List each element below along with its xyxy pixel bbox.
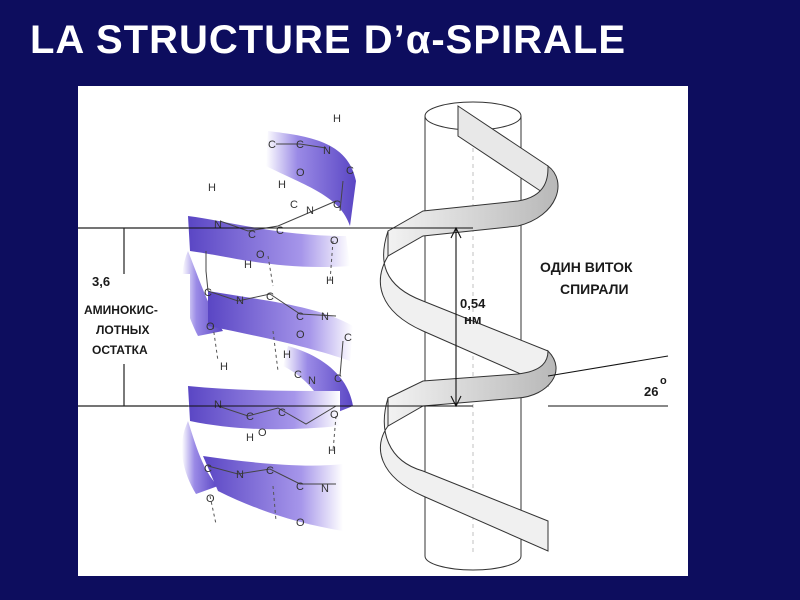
- grey-ribbon-seg-3: [380, 230, 549, 387]
- atom-c: C: [294, 369, 302, 381]
- backbone-bond-1: [276, 143, 327, 149]
- turn-label-line1: ОДИН ВИТОК: [540, 259, 633, 275]
- atom-h: H: [220, 361, 228, 373]
- figure-panel: H C C N O C H H C N C N C C O O H H C N …: [78, 86, 688, 576]
- helix-ribbon-seg-2: [188, 216, 350, 268]
- atom-c: C: [296, 481, 304, 493]
- atom-n: N: [321, 311, 329, 323]
- atom-n: N: [321, 483, 329, 495]
- atom-c: C: [204, 463, 212, 475]
- atom-n: N: [308, 375, 316, 387]
- backbone-bond-4: [217, 405, 337, 425]
- pitch-value-label: 0,54: [460, 296, 486, 311]
- slide-title: LA STRUCTURE D’α-SPIRALE: [30, 18, 626, 62]
- residues-label-line2: ЛОТНЫХ: [96, 323, 150, 337]
- pitch-arrow-head-bottom: [450, 395, 462, 408]
- helix-ribbon-seg-4: [208, 291, 353, 361]
- backbone-bond-7: [339, 180, 344, 212]
- cylinder-bottom: [424, 555, 522, 571]
- residues-label-line1: АМИНОКИС-: [84, 303, 158, 317]
- atom-c: C: [278, 407, 286, 419]
- atom-c: C: [296, 311, 304, 323]
- atom-c: C: [246, 411, 254, 423]
- atom-o: O: [206, 321, 215, 333]
- backbone-bond-5: [207, 465, 336, 485]
- atom-c: C: [276, 225, 284, 237]
- atom-n: N: [214, 399, 222, 411]
- atom-c: C: [248, 229, 256, 241]
- atom-h: H: [283, 349, 291, 361]
- atom-h: H: [246, 432, 254, 444]
- backbone-bond-3: [207, 290, 337, 317]
- atom-n: N: [236, 295, 244, 307]
- atom-o: O: [296, 329, 305, 341]
- backbone-bond-8: [339, 340, 344, 377]
- atom-h: H: [333, 113, 341, 125]
- atom-c: C: [268, 139, 276, 151]
- grey-ribbon: [380, 105, 559, 552]
- atom-c: C: [346, 165, 354, 177]
- angle-value-label: 26: [644, 384, 658, 399]
- atom-c: C: [204, 287, 212, 299]
- turn-label-line2: СПИРАЛИ: [560, 281, 629, 297]
- grey-ribbon-seg-4: [387, 349, 557, 427]
- residues-label-background: [80, 274, 190, 364]
- atom-o: O: [296, 517, 305, 529]
- atom-h: H: [326, 275, 334, 287]
- angle-unit-label: о: [660, 375, 667, 387]
- helix-ribbon-seg-6: [188, 386, 340, 430]
- atom-c: C: [344, 332, 352, 344]
- atom-n: N: [323, 145, 331, 157]
- atom-c: C: [290, 199, 298, 211]
- hydrogen-bond-4: [272, 330, 279, 372]
- atom-n: N: [214, 219, 222, 231]
- atom-o: O: [206, 493, 215, 505]
- pitch-lines: [188, 226, 669, 408]
- atom-o: O: [330, 409, 339, 421]
- atom-c: C: [266, 291, 274, 303]
- atom-c: C: [266, 465, 274, 477]
- alpha-helix-diagram: H C C N O C H H C N C N C C O O H H C N …: [78, 101, 669, 571]
- atom-o: O: [296, 167, 305, 179]
- atom-c: C: [334, 373, 342, 385]
- grey-ribbon-seg-5: [380, 397, 549, 552]
- angle-line-slanted: [547, 355, 669, 377]
- atom-n: N: [236, 469, 244, 481]
- backbone-bonds: [205, 143, 344, 485]
- atom-o: O: [256, 249, 265, 261]
- residues-count-label: 3,6: [92, 274, 110, 289]
- atom-h: H: [244, 259, 252, 271]
- hydrogen-bonds: [209, 240, 337, 525]
- hydrogen-bond-6: [209, 495, 217, 525]
- residues-label-line3: ОСТАТКА: [92, 343, 148, 357]
- pitch-arrow-head-top: [450, 226, 462, 239]
- atom-o: O: [258, 427, 267, 439]
- atom-labels: H C C N O C H H C N C N C C O O H H C N …: [204, 113, 354, 529]
- helix-ribbon-seg-8: [203, 456, 343, 531]
- backbone-bond-6: [205, 251, 209, 292]
- atom-h: H: [328, 445, 336, 457]
- atom-o: O: [330, 235, 339, 247]
- atom-h: H: [278, 179, 286, 191]
- atom-c: C: [296, 139, 304, 151]
- hydrogen-bond-2: [329, 240, 334, 282]
- atom-h: H: [208, 182, 216, 194]
- atom-n: N: [306, 205, 314, 217]
- hydrogen-bond-1: [267, 255, 274, 287]
- grey-ribbon-seg-2: [387, 164, 559, 257]
- atom-c: C: [333, 199, 341, 211]
- helix-ribbon-seg-7: [181, 421, 218, 494]
- pitch-unit-label: нм: [464, 312, 481, 327]
